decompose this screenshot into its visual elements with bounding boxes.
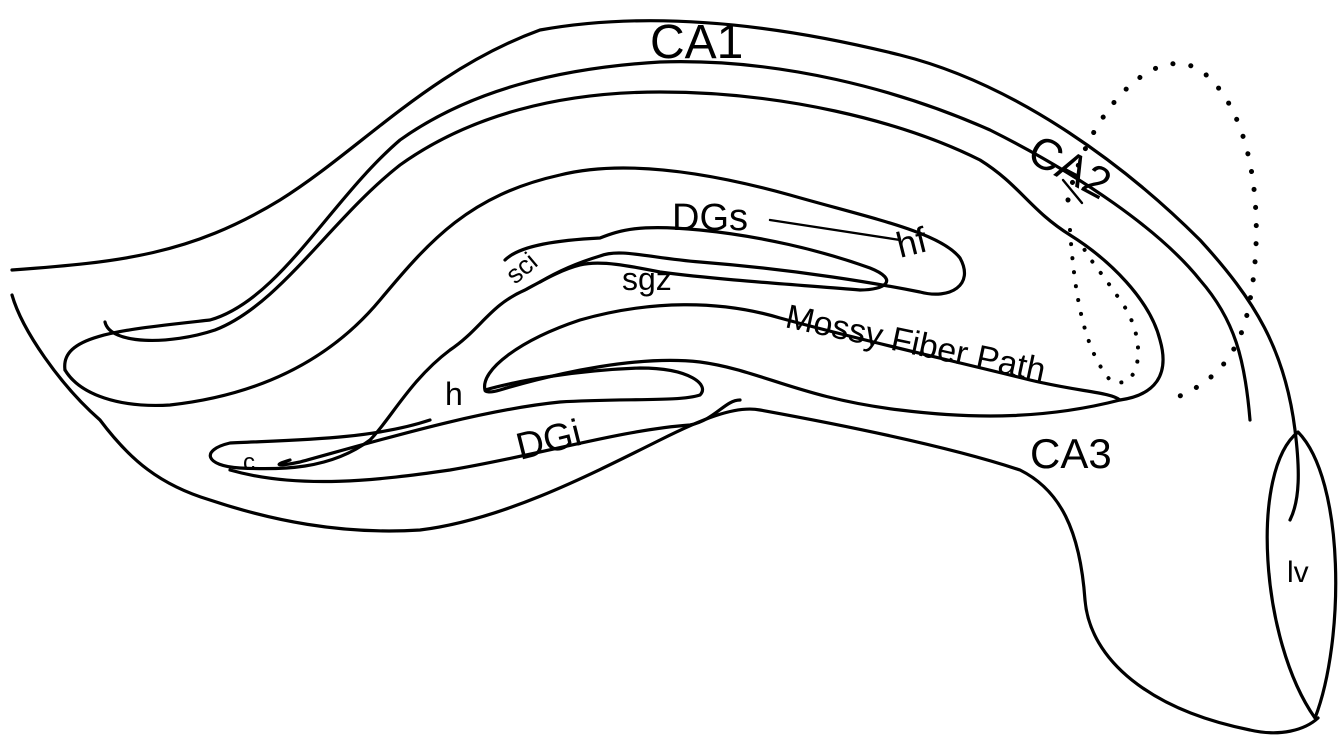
dg-infra-outer (228, 398, 742, 484)
ca1-band-outer (63, 60, 1252, 422)
label-dgs: DGs (672, 197, 748, 239)
outer-outline (10, 19, 1320, 735)
label-ca1: CA1 (650, 16, 743, 69)
label-h: h (445, 376, 463, 412)
ca2-leader-line (1061, 178, 1084, 205)
dg-supra-blade (208, 225, 889, 471)
ca1-inner-lower (63, 166, 967, 408)
ca1-band-inner (103, 90, 1165, 402)
label-ca3: CA3 (1030, 430, 1112, 477)
label-sgz: sgz (622, 261, 672, 297)
ca3-inner-loop (483, 303, 1122, 418)
label-mossy-fiber-path: Mossy Fiber Path (782, 298, 1049, 390)
mossy-dotted-region (1068, 228, 1141, 385)
label-c: c (243, 449, 255, 476)
label-hf: hf (892, 218, 932, 265)
label-dgi: DGi (512, 412, 586, 469)
lateral-ventricle (1265, 430, 1338, 720)
label-lv: lv (1287, 556, 1309, 589)
dg-infra-blade (277, 366, 704, 467)
hf-leader-line (768, 218, 902, 242)
